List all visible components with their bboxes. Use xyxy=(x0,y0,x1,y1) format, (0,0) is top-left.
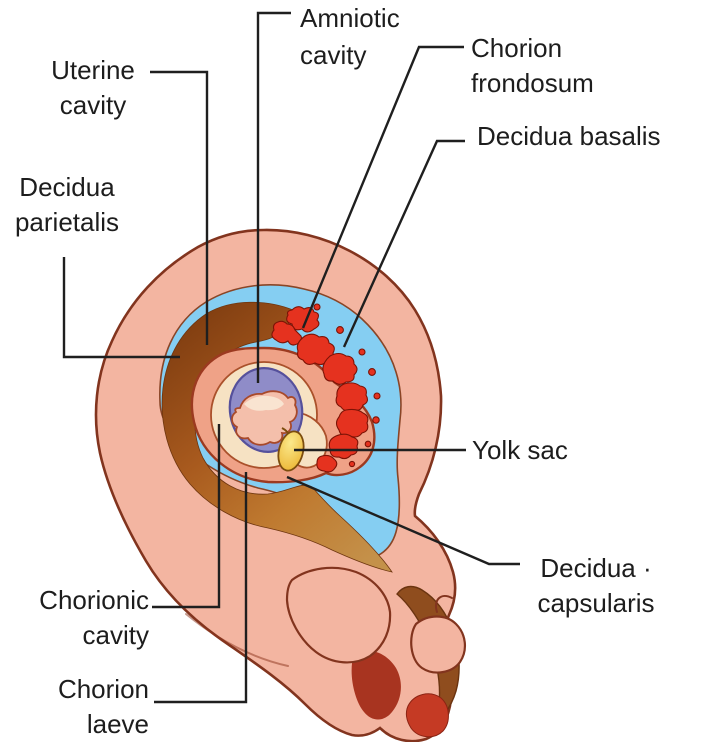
chorionic-villus xyxy=(328,433,359,460)
leader-decidua-parietalis xyxy=(62,257,180,359)
leader-chorion-laeve xyxy=(154,472,248,704)
chorionic-villus xyxy=(322,352,358,385)
cervix-curl-crease xyxy=(435,594,453,613)
villus-fragment xyxy=(372,416,380,424)
label-decidua-basalis: Decidua basalis xyxy=(477,121,661,151)
chorionic-villus xyxy=(335,382,369,412)
cervix-right-lobe xyxy=(410,615,466,674)
villus-fragment xyxy=(368,368,376,376)
chorionic-villus xyxy=(286,306,320,333)
chorionic-villus xyxy=(335,408,369,438)
leader-chorion-frondosum xyxy=(301,45,464,329)
embryo-highlight xyxy=(244,395,284,411)
leader-decidua-basalis xyxy=(342,139,465,348)
cervix-dark-red-patch xyxy=(351,650,401,720)
villus-fragment xyxy=(348,460,356,468)
villus-fragment xyxy=(358,348,366,356)
leader-lines xyxy=(62,11,520,704)
leader-chorionic-cavity xyxy=(152,424,221,609)
leader-amniotic-cavity xyxy=(256,11,291,383)
label-yolk-sac: Yolk sac xyxy=(472,435,568,465)
cervix-left-lobe xyxy=(285,566,392,664)
yolk-sac-shape xyxy=(277,430,305,472)
cervix-red-tip xyxy=(405,693,449,738)
label-chorion-laeve: Chorion laeve xyxy=(57,674,149,739)
leader-decidua-capsularis xyxy=(286,475,520,566)
chorion-frondosum-villi xyxy=(271,303,381,473)
label-chorionic-cavity: Chorionic cavity xyxy=(39,585,149,650)
label-decidua-capsularis: Decidua · capsularis xyxy=(537,553,655,618)
chorionic-villus xyxy=(316,454,338,473)
label-uterine-cavity: Uterine cavity xyxy=(51,55,135,120)
label-chorion-frondosum: Chorion frondosum xyxy=(471,33,594,98)
label-decidua-parietalis: Decidua parietalis xyxy=(14,172,120,237)
villus-fragment xyxy=(364,440,372,448)
leader-uterine-cavity xyxy=(150,70,209,345)
label-amniotic-cavity: Amniotic cavity xyxy=(300,3,400,70)
villus-fragment xyxy=(373,392,381,400)
body-cervix-crease xyxy=(185,613,289,667)
villus-fragment xyxy=(336,326,344,334)
chorionic-villus xyxy=(271,320,303,346)
villus-fragment xyxy=(313,303,321,311)
